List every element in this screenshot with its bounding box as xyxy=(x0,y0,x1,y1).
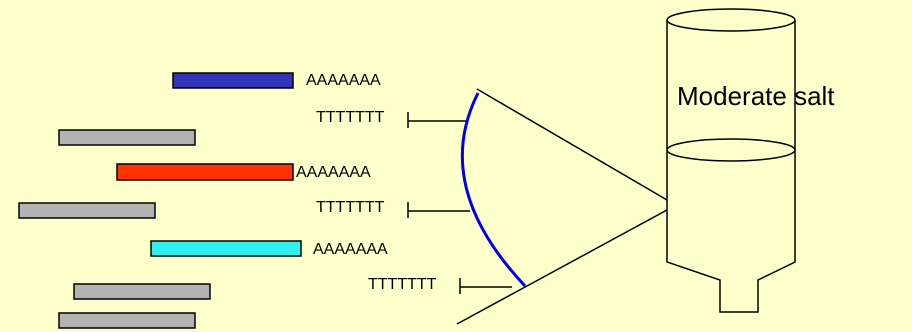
poly-a-tail-label-3: AAAAAAA xyxy=(313,241,388,258)
column-body xyxy=(666,20,796,313)
poly-a-tail-label-1: AAAAAAA xyxy=(306,72,381,89)
rna-strand-gray-2 xyxy=(18,202,156,219)
rna-strand-gray-3 xyxy=(73,283,211,300)
mrna-strand-red xyxy=(116,163,294,181)
column-condition-label: Moderate salt xyxy=(677,81,835,111)
zoom-line-lower xyxy=(456,209,668,325)
oligo-dt-label-3: TTTTTTT xyxy=(368,276,437,293)
poly-a-tail-label-2: AAAAAAA xyxy=(296,164,371,181)
zoom-line-upper xyxy=(476,88,668,201)
oligo-dt-label-1: TTTTTTT xyxy=(316,109,385,126)
mrna-strand-cyan xyxy=(150,240,302,257)
rna-strand-gray-4 xyxy=(58,312,196,329)
column-resin-surface xyxy=(666,138,796,162)
resin-bead-surface xyxy=(460,92,527,288)
rna-strand-gray-1 xyxy=(58,129,196,146)
column-top-rim xyxy=(666,8,796,32)
mrna-strand-blue xyxy=(172,72,294,89)
oligo-dt-label-2: TTTTTTT xyxy=(316,199,385,216)
